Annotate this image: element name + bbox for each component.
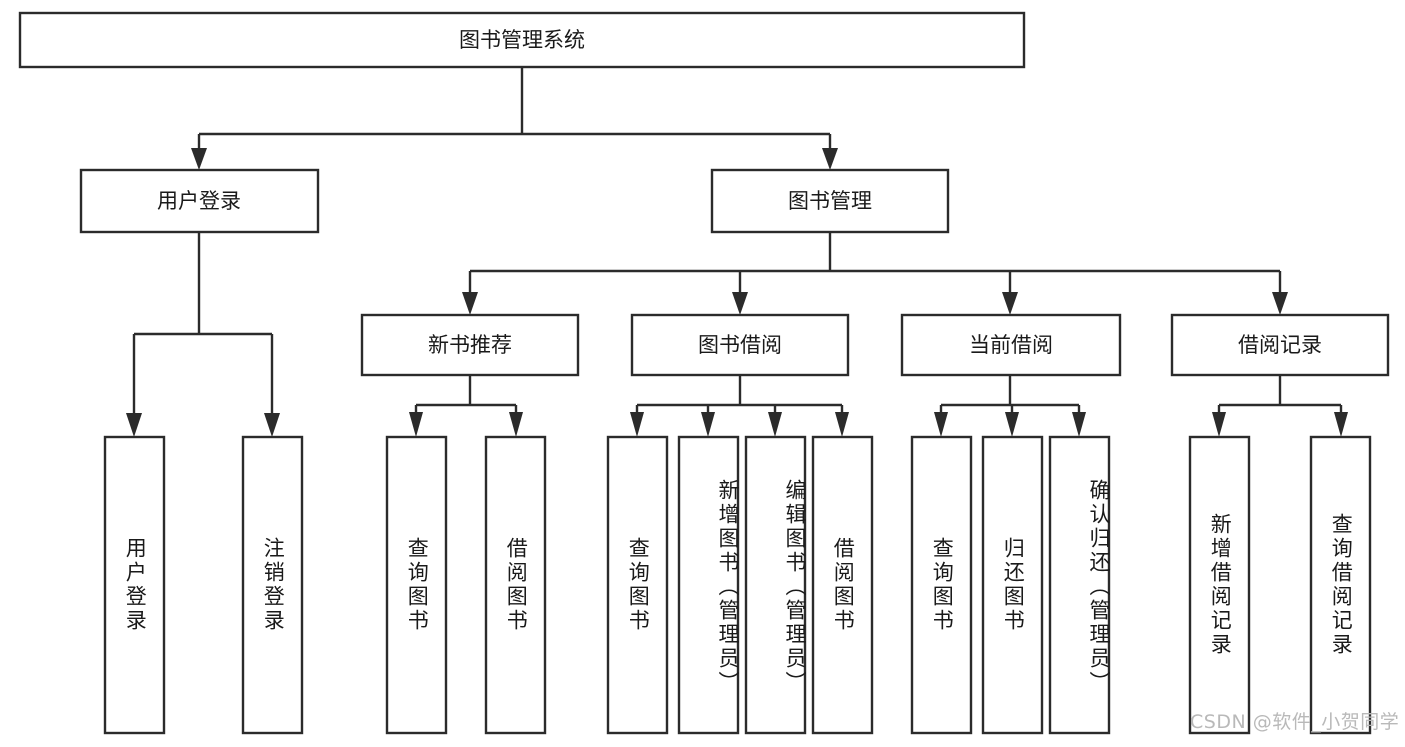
- arrow-head-to-new-book-rec: [462, 292, 478, 315]
- leaf-box-query-book-rec[interactable]: [385, 435, 448, 735]
- node-root-system-label: 图书管理系统: [459, 28, 585, 52]
- leaf-box-borrow-book[interactable]: [811, 435, 874, 735]
- node-user-login[interactable]: 用户登录: [79, 168, 320, 234]
- csdn-watermark: CSDN @软件_小贺同学: [1190, 711, 1400, 733]
- node-user-login-box: [79, 168, 320, 234]
- arrow-head-current-borrow-leaf-2: [1005, 412, 1019, 437]
- arrow-head-borrow-record-leaf-1: [1212, 412, 1226, 437]
- leaf-box-return-book[interactable]: [981, 435, 1044, 735]
- leaf-box-confirm-return-admin[interactable]: [1048, 435, 1111, 735]
- leaf-box-query-book-borrow[interactable]: [606, 435, 669, 735]
- node-root-system-box: [18, 11, 1026, 69]
- leaf-box-query-book-current[interactable]: [910, 435, 973, 735]
- arrow-head-current-borrow-leaf-1: [934, 412, 948, 437]
- node-current-borrow[interactable]: 当前借阅: [900, 313, 1122, 377]
- node-borrow-record-label: 借阅记录: [1238, 333, 1322, 357]
- arrow-head-book-borrow-leaf-2: [701, 412, 715, 437]
- leaf-box-borrow-book-rec[interactable]: [484, 435, 547, 735]
- arrow-head-new-book-rec-leaf-1: [409, 412, 423, 437]
- arrow-head-root-to-book-mgmt: [822, 148, 838, 170]
- node-new-book-recommend-label: 新书推荐: [428, 333, 512, 357]
- arrow-head-root-to-user-login: [191, 148, 207, 170]
- connector-layer: [126, 67, 1348, 437]
- node-book-management-label: 图书管理: [788, 189, 872, 213]
- node-new-book-recommend-box: [360, 313, 580, 377]
- node-borrow-record-box: [1170, 313, 1390, 377]
- arrow-head-book-borrow-leaf-3: [768, 412, 782, 437]
- leaf-box-logout[interactable]: [241, 435, 304, 735]
- node-book-borrow[interactable]: 图书借阅: [630, 313, 850, 377]
- leaf-box-user-login[interactable]: [103, 435, 166, 735]
- arrow-head-to-borrow-record: [1272, 292, 1288, 315]
- node-user-login-label: 用户登录: [157, 189, 241, 213]
- node-borrow-record[interactable]: 借阅记录: [1170, 313, 1390, 377]
- leaf-box-query-borrow-record[interactable]: [1309, 435, 1372, 735]
- leaf-box-add-borrow-record[interactable]: [1188, 435, 1251, 735]
- node-book-borrow-label: 图书借阅: [698, 333, 782, 357]
- leaf-box-add-book-admin[interactable]: [677, 435, 740, 735]
- arrow-head-to-current-borrow: [1002, 292, 1018, 315]
- node-current-borrow-box: [900, 313, 1122, 377]
- node-book-borrow-box: [630, 313, 850, 377]
- node-root-system[interactable]: 图书管理系统: [18, 11, 1026, 69]
- arrow-head-book-borrow-leaf-1: [630, 412, 644, 437]
- node-book-management[interactable]: 图书管理: [710, 168, 950, 234]
- arrow-head-book-borrow-leaf-4: [835, 412, 849, 437]
- arrow-head-borrow-record-leaf-2: [1334, 412, 1348, 437]
- arrow-head-to-book-borrow: [732, 292, 748, 315]
- node-book-management-box: [710, 168, 950, 234]
- node-new-book-recommend[interactable]: 新书推荐: [360, 313, 580, 377]
- leaf-box-edit-book-admin[interactable]: [744, 435, 807, 735]
- arrow-head-current-borrow-leaf-3: [1072, 412, 1086, 437]
- arrow-head-new-book-rec-leaf-2: [509, 412, 523, 437]
- arrow-head-user-login-leaf-1: [126, 413, 142, 437]
- arrow-head-user-login-leaf-2: [264, 413, 280, 437]
- leaf-box-layer: [103, 435, 1372, 735]
- node-current-borrow-label: 当前借阅: [969, 333, 1053, 357]
